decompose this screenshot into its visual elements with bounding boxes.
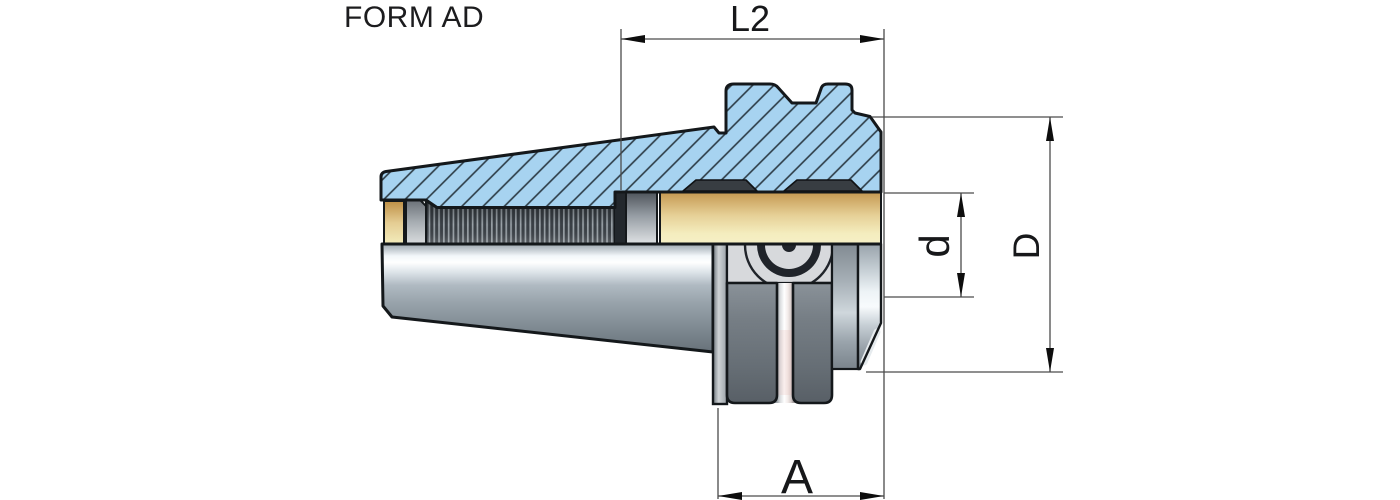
shank-upper-section <box>379 82 883 245</box>
collar-band <box>830 242 860 371</box>
dim-label-d: d <box>911 234 958 257</box>
dim-l2: L2 <box>620 0 885 499</box>
arrowhead <box>621 35 645 43</box>
thread-end-wall <box>615 192 626 244</box>
dim-d: d <box>884 192 974 298</box>
arrowhead <box>957 193 965 217</box>
taper-hatch <box>379 82 883 209</box>
thread-relief-gold <box>383 200 405 245</box>
drive-slot <box>743 244 832 283</box>
arrowhead <box>1046 117 1054 141</box>
dim-label-l2: L2 <box>730 0 770 39</box>
collar-front <box>856 242 883 371</box>
dim-label-D: D <box>1006 233 1047 260</box>
tool-bore <box>659 191 882 245</box>
arrowhead <box>718 492 742 500</box>
dim-D: D <box>866 116 1063 373</box>
arrowhead <box>860 35 884 43</box>
arrowhead <box>1046 348 1054 372</box>
flange-rib-front <box>791 281 834 405</box>
arrowhead <box>860 492 884 500</box>
dim-A: A <box>717 408 884 500</box>
taper-cone <box>380 242 715 354</box>
flange-rib-rear <box>725 281 779 405</box>
taper-section <box>379 82 883 209</box>
set-screw-left <box>682 179 758 192</box>
pilot-bore <box>625 191 658 245</box>
thread-relief-collar <box>405 199 427 245</box>
shank-lower-exterior <box>380 242 883 406</box>
flange-face <box>711 242 729 406</box>
dim-label-A: A <box>781 451 813 500</box>
arrowhead <box>957 273 965 297</box>
figure-title: FORM AD <box>344 1 484 34</box>
set-screw-right <box>783 179 863 192</box>
